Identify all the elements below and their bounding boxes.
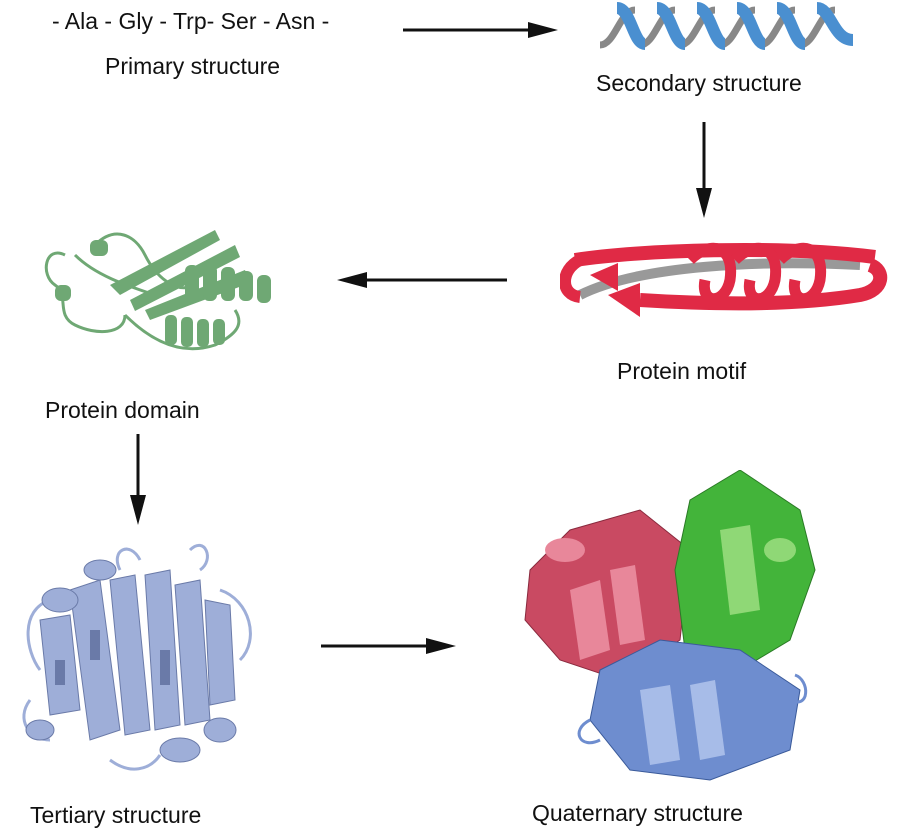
primary-structure-label: Primary structure: [105, 53, 281, 79]
arrow-motif-to-domain: [337, 272, 507, 288]
quaternary-structure-label: Quaternary structure: [532, 800, 743, 826]
tertiary-structure-label: Tertiary structure: [30, 802, 202, 828]
protein-domain-illustration: [44, 230, 271, 351]
primary-sequence: - Ala - Gly - Trp- Ser - Asn -: [52, 8, 330, 34]
protein-domain-label: Protein domain: [45, 397, 200, 423]
arrow-primary-to-secondary: [403, 22, 558, 38]
protein-motif-illustration: [560, 242, 888, 317]
arrow-secondary-to-motif: [696, 122, 712, 218]
secondary-structure-label: Secondary structure: [596, 70, 802, 96]
arrow-domain-to-tertiary: [130, 434, 146, 525]
alpha-helix-illustration: [599, 2, 855, 50]
arrow-tertiary-to-quaternary: [321, 638, 456, 654]
protein-motif-label: Protein motif: [617, 358, 747, 384]
quaternary-structure-illustration: [524, 470, 816, 781]
tertiary-structure-illustration: [22, 543, 252, 771]
